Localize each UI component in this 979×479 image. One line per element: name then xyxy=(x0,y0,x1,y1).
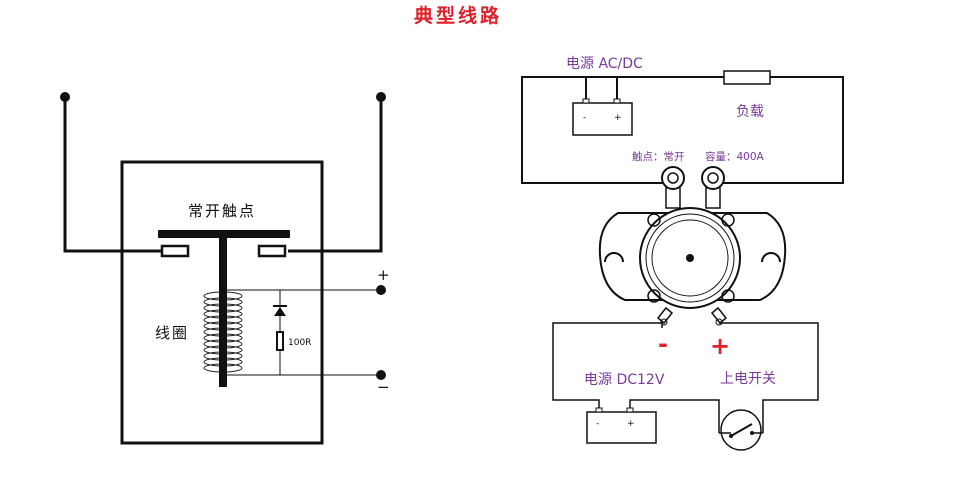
coil-plus-sign: + xyxy=(377,266,392,284)
coil-polarity-plus: + xyxy=(710,332,730,360)
svg-text:-: - xyxy=(583,113,586,123)
coil-polarity-minus: - xyxy=(658,330,668,358)
load-circuit-right xyxy=(712,76,844,184)
battery-bottom-icon: - + xyxy=(586,407,657,444)
coil-core xyxy=(219,290,227,387)
lead-left xyxy=(63,97,162,253)
relay-housing-box xyxy=(120,160,324,445)
right-wiring-diagram: 电源 AC/DC 负载 触点：常开 容量：400A - + xyxy=(521,56,844,451)
contact-label: 常开触点 xyxy=(188,202,256,220)
switch-label: 上电开关 xyxy=(720,371,776,387)
coil-circuit-middle xyxy=(629,399,720,433)
lead-right xyxy=(288,97,383,253)
terminal-coil-plus xyxy=(376,285,386,295)
load-label: 负载 xyxy=(736,104,764,120)
terminal-coil-minus xyxy=(376,370,386,380)
fixed-contact-left xyxy=(160,244,190,258)
left-relay-schematic: 常开触点 线圈 + − 100R xyxy=(60,92,392,445)
capacity-label: 容量：400A xyxy=(705,150,765,163)
power-ac-label: 电源 AC/DC xyxy=(566,56,643,72)
page-title: 典型线路 xyxy=(414,4,502,27)
contactor-body xyxy=(598,166,787,326)
svg-text:+: + xyxy=(627,419,635,429)
contact-type-label: 触点：常开 xyxy=(632,150,685,163)
coil-circuit-left xyxy=(552,322,663,410)
load-fuse-icon xyxy=(723,70,771,85)
resistor-label: 100R xyxy=(288,338,311,348)
coil-minus-sign: − xyxy=(377,378,392,396)
fixed-contact-right xyxy=(257,244,287,258)
power-dc-label: 电源 DC12V xyxy=(584,372,665,388)
resistor-icon xyxy=(276,331,284,351)
coil-label: 线圈 xyxy=(155,324,189,342)
power-switch-icon xyxy=(719,409,763,451)
coil-circuit-right xyxy=(719,322,819,433)
diode-icon xyxy=(274,307,286,316)
battery-top-icon: - + xyxy=(572,98,633,136)
svg-text:-: - xyxy=(596,419,599,429)
svg-text:+: + xyxy=(614,113,622,123)
